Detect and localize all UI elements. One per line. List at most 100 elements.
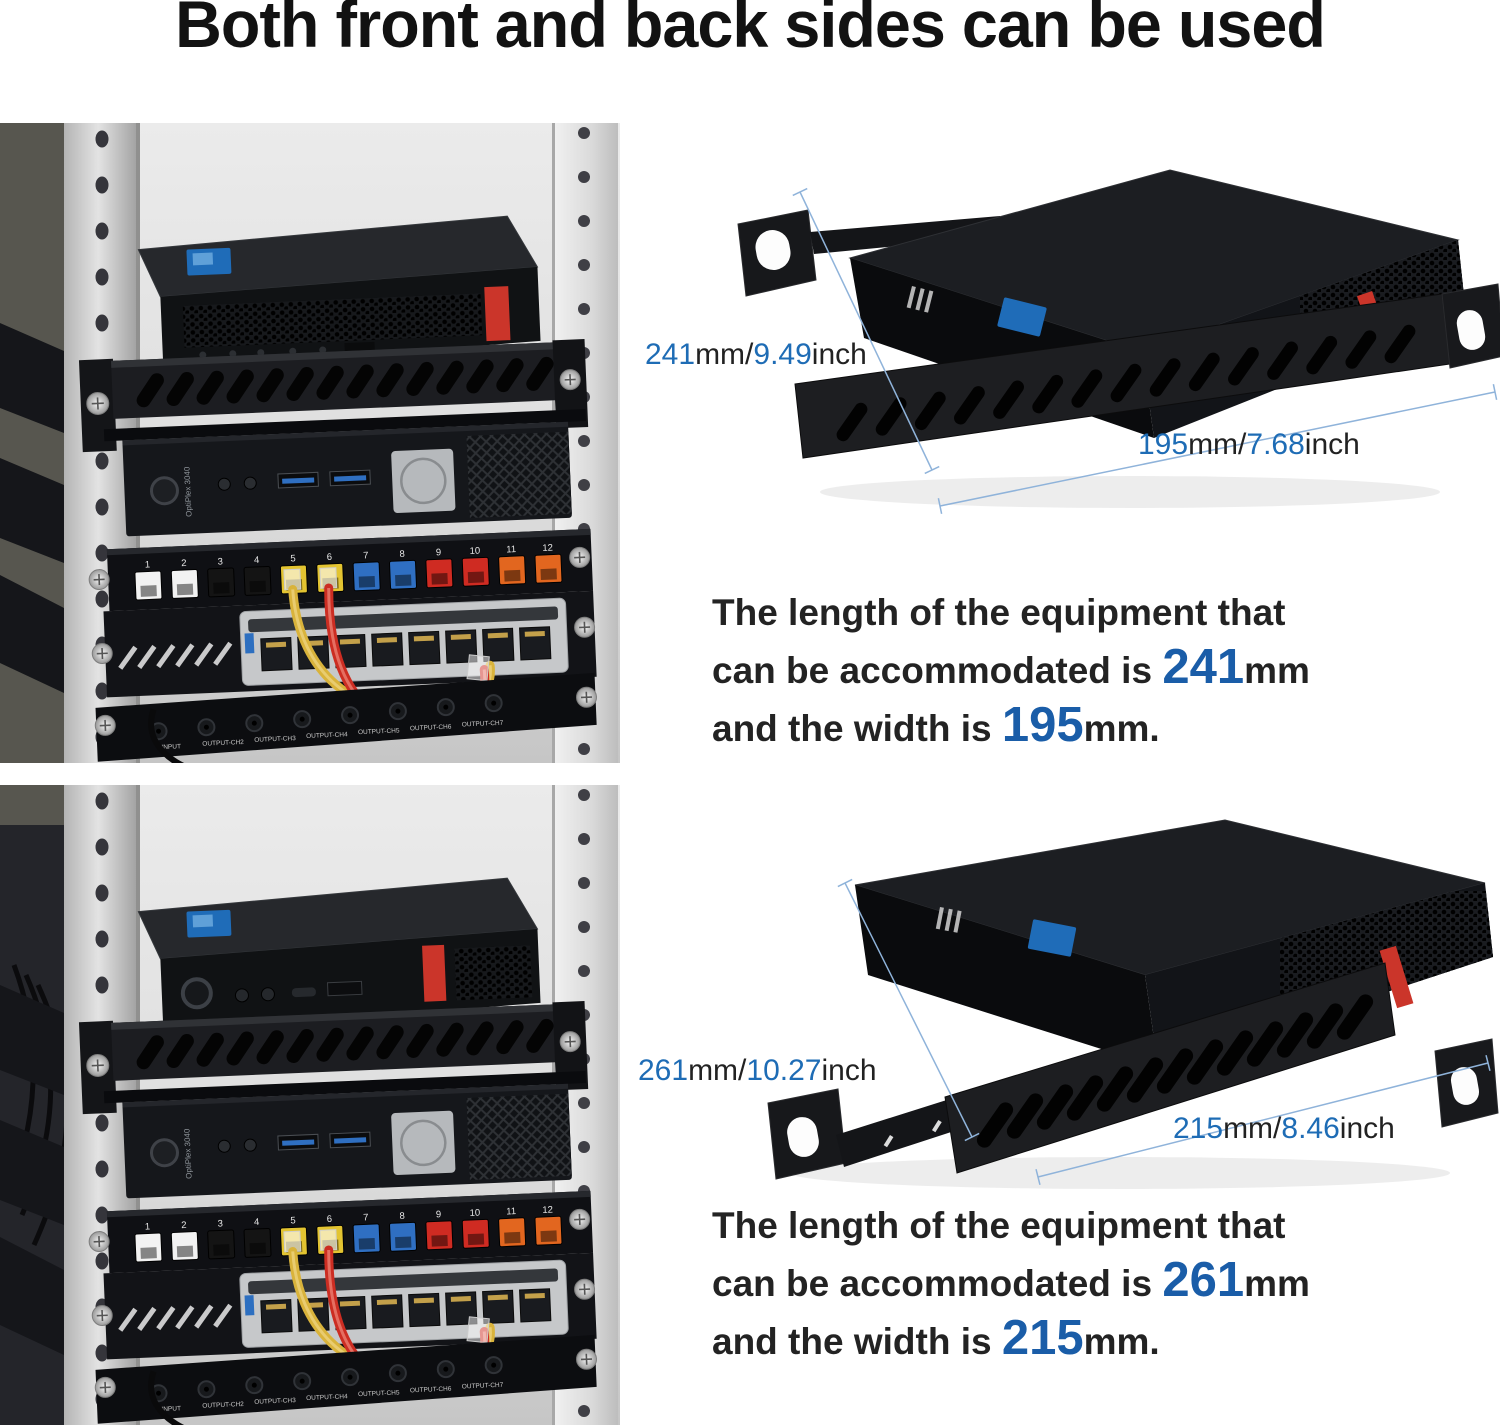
switch-port-pins [414,636,434,642]
length-number-front: 241 [1162,640,1244,694]
screw-icon [574,1279,595,1300]
drop-shadow [820,476,1440,508]
screw-icon [86,392,109,415]
screw-icon [569,1209,590,1230]
rail-hole [96,223,109,240]
patch-port-number: 10 [469,546,480,557]
patch-port-slot [540,1230,556,1242]
rail-hole [578,171,590,183]
patch-port-slot [504,1232,520,1244]
switch-port-pins [488,632,508,638]
audio-jack [235,989,249,1003]
screw-icon [574,617,595,638]
rail-hole [96,499,109,516]
patch-port-slot [395,574,411,586]
crosshatch-grille [466,1094,571,1180]
patch-port-number: 2 [181,558,187,569]
patch-port-number: 5 [290,553,296,564]
screw-icon [576,1349,597,1370]
audio-jack [244,477,256,489]
switch-logo [245,633,255,653]
rail-hole [578,127,590,139]
red-tab [484,286,510,341]
crosshatch-grille [466,432,571,518]
width-value-back: 215 [1173,1112,1223,1145]
audio-jack [261,988,275,1002]
rail-hole [96,1207,109,1224]
depth-inches-back: 10.27 [746,1054,821,1087]
patch-port-number: 6 [327,552,333,563]
patch-port-number: 9 [436,1209,442,1220]
patch-port-slot [250,581,266,593]
screw-icon [95,1377,116,1398]
patch-port-slot [468,571,484,583]
rail-hole [96,131,109,148]
patch-port-number: 10 [469,1208,480,1219]
rail-hole [96,931,109,948]
screw-slot [98,1059,99,1071]
patch-port-slot [431,573,447,585]
patch-port-number: 5 [290,1215,296,1226]
intel-core-badge-inner [193,915,213,928]
patch-port-number: 1 [145,1221,151,1232]
switch-port-pins [340,639,360,645]
patch-port-slot [359,576,375,588]
rail-hole [96,977,109,994]
switch-port-pins [377,1299,397,1305]
patch-port-number: 6 [327,1214,333,1225]
power-button [182,979,211,1008]
rail-hole [96,793,109,810]
patch-port-slot [213,582,229,594]
hex-vent [454,945,532,1000]
screw-icon [560,1031,581,1052]
rail-hole [96,1161,109,1178]
width-inches-front: 7.68 [1246,428,1304,461]
audio-jack [218,1140,230,1152]
rail-hole [578,479,590,491]
patch-port-slot [140,1247,156,1259]
patch-port-slot [468,1233,484,1245]
patch-port-number: 8 [399,1211,405,1222]
rail-hole [578,215,590,227]
rail-hole [578,877,590,889]
mounting-ear-left [738,210,816,296]
usb-c-port [292,987,316,997]
switch-logo [245,1295,255,1315]
rail-hole [96,177,109,194]
rail-hole [96,453,109,470]
patch-port-number: 2 [181,1220,187,1231]
switch-port-pins [414,1298,434,1304]
switch-port-pins [525,1293,545,1299]
switch-port-pins [525,631,545,637]
description-front: The length of the equipment that can be … [712,585,1372,756]
switch-port-pins [451,634,471,640]
switch-port-pins [266,642,286,648]
cable-connector [467,1317,489,1343]
optiplex-pc: OptiPlex 3040 [104,1071,590,1199]
depth-value-front: 241 [645,338,695,371]
rail-hole [578,1097,590,1109]
drop-shadow [790,1157,1450,1189]
switch-port-pins [340,1301,360,1307]
patch-port-number: 3 [217,1218,223,1229]
patch-port-slot [177,1246,193,1258]
width-dimension-label-front: 195mm/7.68inch [1138,428,1360,462]
screw-icon [92,1305,113,1326]
dimension-tick [925,467,939,474]
patch-port-number: 1 [145,559,151,570]
usb-a-port [328,981,363,995]
patch-port-slot [250,1243,266,1255]
rail-hole [96,269,109,286]
rail-hole [578,789,590,801]
screw-icon [560,369,581,390]
rail-hole [578,1141,590,1153]
screw-icon [95,715,116,736]
width-number-front: 195 [1002,698,1084,752]
patch-port-slot [431,1235,447,1247]
dimension-tick [793,189,807,196]
rail-hole [578,303,590,315]
width-number-back: 215 [1002,1311,1084,1365]
depth-inches-front: 9.49 [753,338,811,371]
